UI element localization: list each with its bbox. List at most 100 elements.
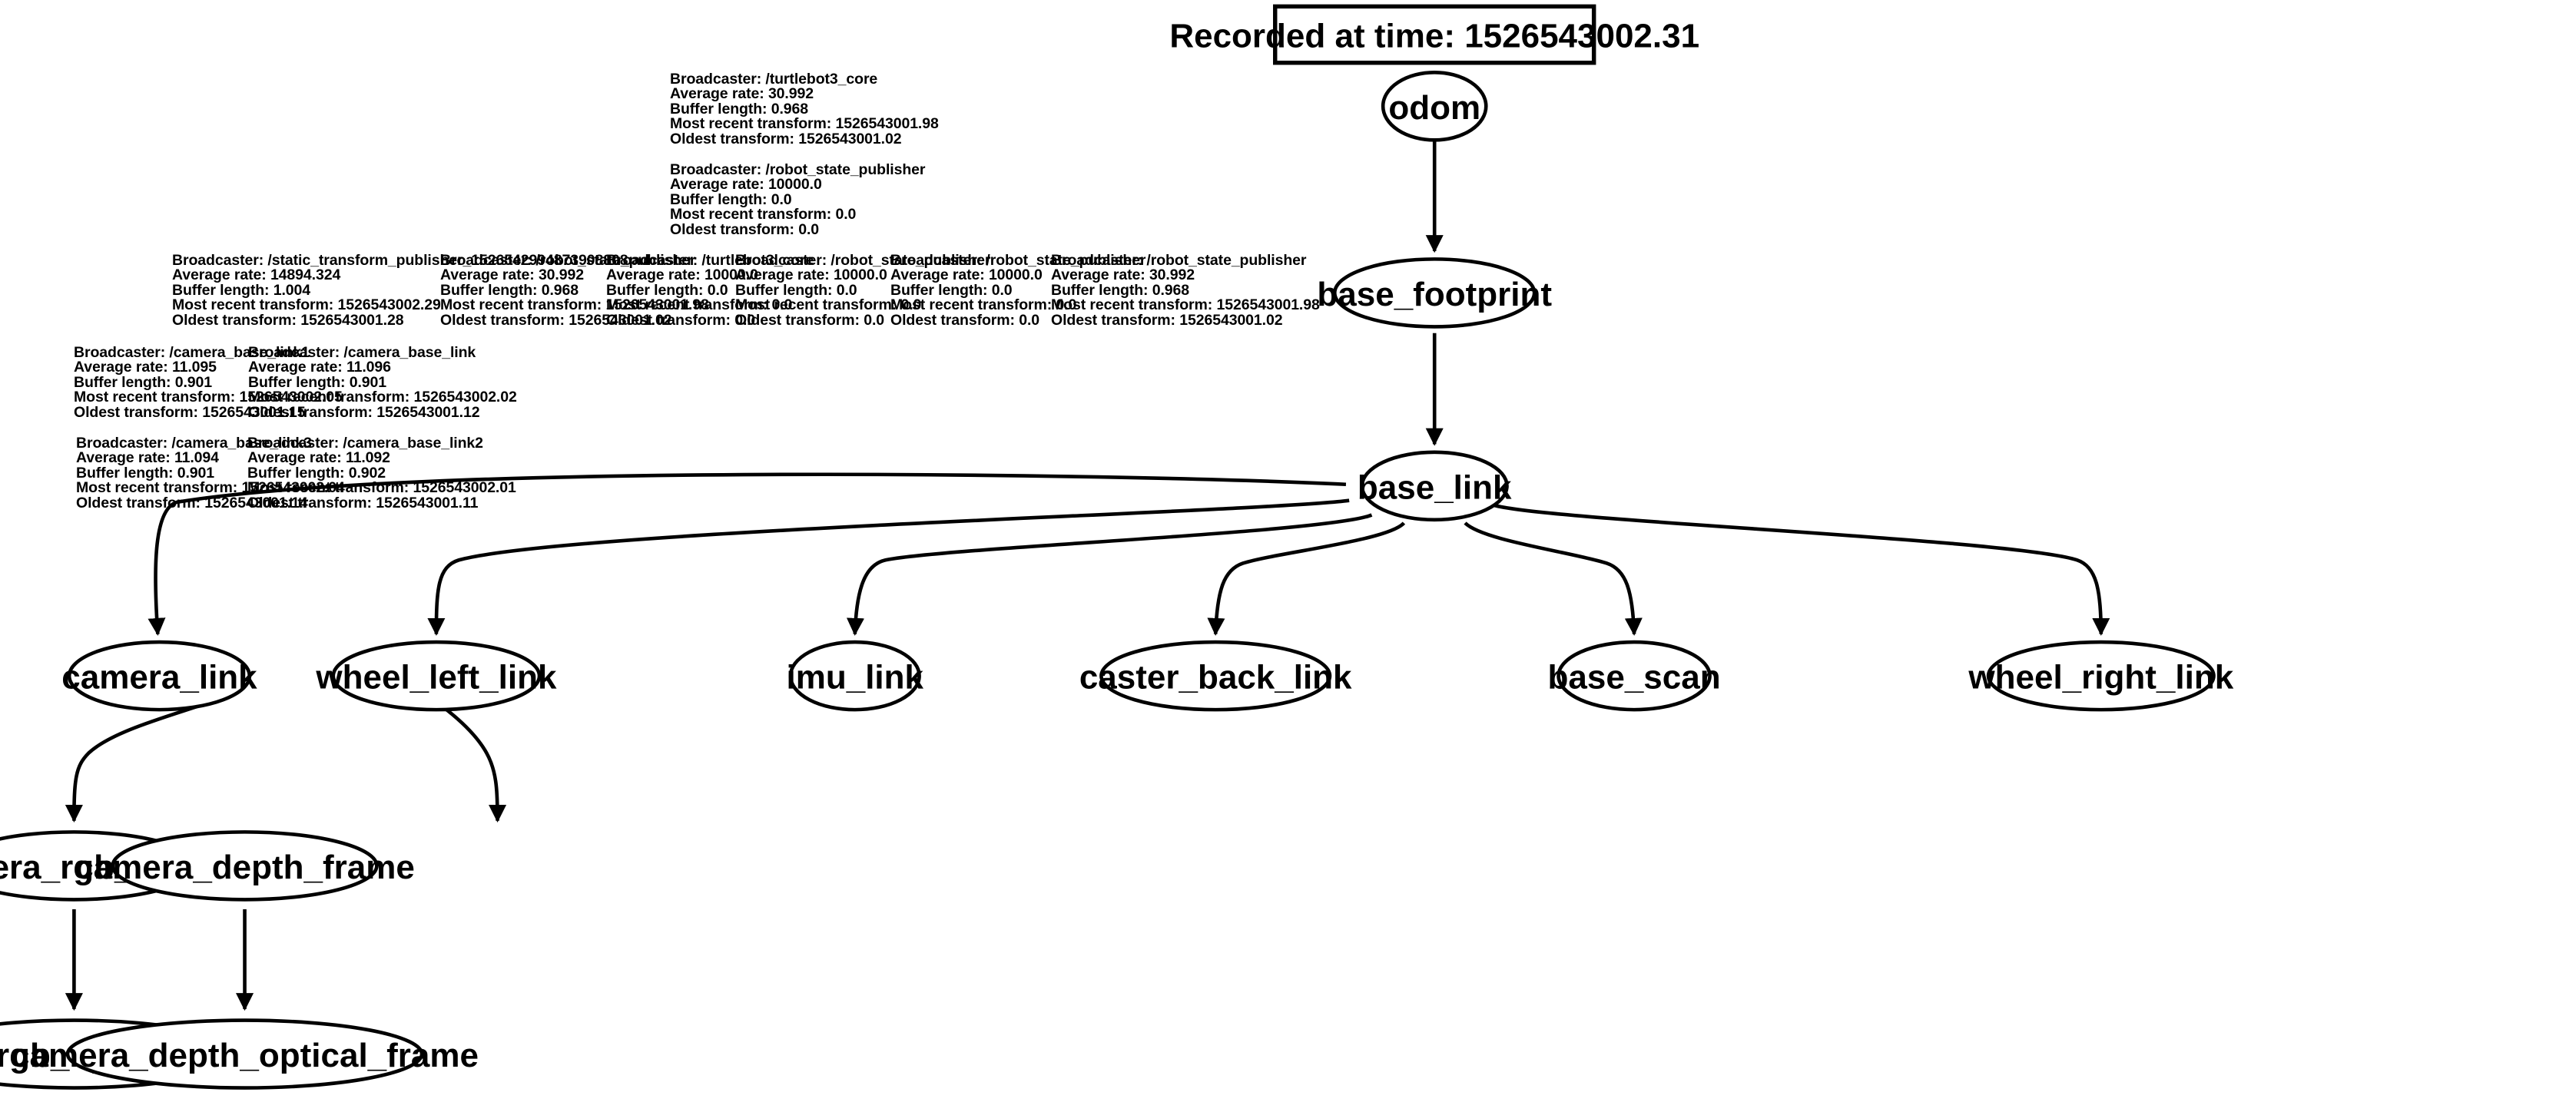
- edge-label-line: Broadcaster: /camera_base_link1: [74, 344, 310, 361]
- node-wheel_right_link[interactable]: wheel_right_link: [1968, 640, 2234, 712]
- edge-label-line: Buffer length: 1.004: [172, 281, 311, 299]
- edge-label-line: Most recent transform: 1526543002.29: [172, 296, 441, 314]
- edge-label-line: Oldest transform: 1526543001.28: [172, 311, 404, 329]
- edge-label-line: Broadcaster: /static_transform_publisher…: [172, 252, 628, 269]
- edge-label-line: Oldest transform: 0.0: [735, 311, 885, 329]
- edge-label-line: Average rate: 14894.324: [172, 266, 341, 284]
- node-caster_back_link-label: caster_back_link: [1079, 659, 1352, 697]
- edge-label-line: Oldest transform: 1526543001.02: [440, 311, 672, 329]
- edge-label-line: Average rate: 30.992: [670, 85, 814, 103]
- node-imu_link[interactable]: imu_link: [787, 640, 924, 712]
- edge-base_link-wheel_right_link: [1494, 503, 2110, 636]
- edge-base_link-camera_link: [148, 472, 1347, 636]
- node-base_scan-label: base_scan: [1548, 659, 1721, 697]
- edge-label-line: Most recent transform: 1526543001.98: [440, 296, 709, 314]
- edge-label-line: Buffer length: 0.902: [247, 464, 386, 482]
- edge-label-line: Buffer length: 0.968: [1051, 281, 1190, 299]
- edge-label-line: Average rate: 30.992: [440, 266, 584, 284]
- edge-label-line: Average rate: 10000.0: [670, 176, 822, 194]
- edge-label-line: Buffer length: 0.0: [670, 190, 792, 208]
- edge-label-line: Oldest transform: 1526543001.02: [1051, 311, 1283, 329]
- edge-base_link-imu_link: [847, 513, 1373, 636]
- edge-label-line: Average rate: 10000.0: [735, 266, 887, 284]
- edge-label-line: Most recent transform: 1526543002.02: [248, 389, 517, 406]
- edge-label-line: Most recent transform: 1526543002.05: [74, 389, 343, 406]
- edge-label-line: Oldest transform: 1526543001.15: [74, 403, 306, 421]
- edge-label-line: Average rate: 11.092: [247, 449, 390, 467]
- node-base_scan-shape[interactable]: [1557, 640, 1712, 712]
- edge-label-line: Buffer length: 0.901: [248, 373, 387, 391]
- node-camera_link-shape[interactable]: [67, 640, 252, 712]
- node-camera_link[interactable]: camera_link: [61, 640, 257, 712]
- edge-label-line: Broadcaster: /turtlebot3_core: [606, 252, 814, 269]
- node-base_footprint-label: base_footprint: [1317, 276, 1552, 313]
- edge-label-line: Average rate: 11.096: [248, 359, 391, 376]
- edge-label-line: Buffer length: 0.0: [890, 281, 1013, 299]
- edge-base_link-base_scan: [1464, 521, 1643, 636]
- edge-label-line: Buffer length: 0.901: [74, 373, 213, 391]
- node-camera_depth_optical_frame[interactable]: camera_depth_optical_frame: [11, 1018, 479, 1090]
- node-wheel_right_link-label: wheel_right_link: [1968, 659, 2233, 697]
- node-camera_depth_frame-label: camera_depth_frame: [75, 849, 415, 886]
- node-odom-shape[interactable]: [1381, 70, 1488, 142]
- node-base_footprint-shape[interactable]: [1332, 257, 1537, 329]
- edge-label-line: Average rate: 10000.0: [606, 266, 758, 284]
- node-wheel_left_link-label: wheel_left_link: [315, 659, 557, 697]
- edge-label-line: Buffer length: 0.968: [440, 281, 579, 299]
- edge-label-line: Most recent transform: 1526543001.98: [670, 115, 939, 133]
- recorded-time-box-frame: [1273, 4, 1596, 65]
- edge-label-line: Average rate: 11.094: [76, 449, 219, 467]
- node-wheel_left_link[interactable]: wheel_left_link: [315, 640, 557, 712]
- edge-label-line: Buffer length: 0.0: [735, 281, 857, 299]
- node-wheel_left_link-shape[interactable]: [331, 640, 542, 712]
- node-camera_depth_optical_frame-shape[interactable]: [65, 1018, 424, 1090]
- edge-label-line: Most recent transform: 0.0: [606, 296, 793, 314]
- edge-label-line: Buffer length: 0.968: [670, 100, 809, 117]
- node-caster_back_link-shape[interactable]: [1099, 640, 1332, 712]
- edge-label-line: Broadcaster: /camera_base_link3: [76, 435, 312, 452]
- edge-label-line: Broadcaster: /robot_state_publisher: [440, 252, 696, 269]
- recorded-time-box: Recorded at time: 1526543002.31: [1169, 4, 1699, 65]
- node-camera_depth_frame[interactable]: camera_depth_frame: [75, 830, 415, 902]
- node-caster_back_link[interactable]: caster_back_link: [1079, 640, 1352, 712]
- edge-label-line: Average rate: 11.095: [74, 359, 217, 376]
- edge-base_link-wheel_left_link: [427, 498, 1350, 636]
- node-base_link-label: base_link: [1358, 468, 1512, 506]
- edge-label-line: Broadcaster: /camera_base_link: [248, 344, 476, 361]
- recorded-time-label: Recorded at time: 1526543002.31: [1169, 18, 1699, 55]
- node-odom[interactable]: odom: [1381, 70, 1488, 142]
- edge-label-line: Broadcaster: /turtlebot3_core: [670, 71, 878, 88]
- edge-label-base_link-camera_link: Broadcaster: /static_transform_publisher…: [172, 253, 628, 328]
- edge-label-line: Oldest transform: 1526543001.11: [247, 494, 479, 511]
- node-wheel_right_link-shape[interactable]: [1986, 640, 2216, 712]
- edge-label-line: Oldest transform: 0.0: [670, 220, 820, 238]
- nodes-layer: odom base_footprint base_link camera_lin…: [0, 70, 2234, 1090]
- node-base_footprint[interactable]: base_footprint: [1317, 257, 1552, 329]
- edge-base_link-caster_back_link: [1207, 521, 1406, 636]
- edge-label-line: Most recent transform: 1526543001.98: [1051, 296, 1320, 314]
- node-base_scan[interactable]: base_scan: [1548, 640, 1721, 712]
- node-imu_link-shape[interactable]: [788, 640, 921, 712]
- edge-label-line: Oldest transform: 1526543001.14: [76, 494, 308, 511]
- edge-label-line: Most recent transform: 1526543002.04: [76, 479, 345, 497]
- node-base_link[interactable]: base_link: [1358, 450, 1512, 522]
- node-camera_depth_frame-shape[interactable]: [111, 830, 379, 902]
- node-odom-label: odom: [1388, 89, 1480, 127]
- edge-label-line: Broadcaster: /robot_state_publisher: [735, 252, 991, 269]
- edge-label-line: Average rate: 10000.0: [890, 266, 1043, 284]
- edge-label-line: Oldest transform: 1526543001.02: [670, 130, 902, 147]
- edge-label-line: Oldest transform: 0.0: [606, 311, 756, 329]
- node-base_link-shape[interactable]: [1360, 450, 1509, 522]
- edge-label-line: Broadcaster: /robot_state_publisher: [890, 252, 1146, 269]
